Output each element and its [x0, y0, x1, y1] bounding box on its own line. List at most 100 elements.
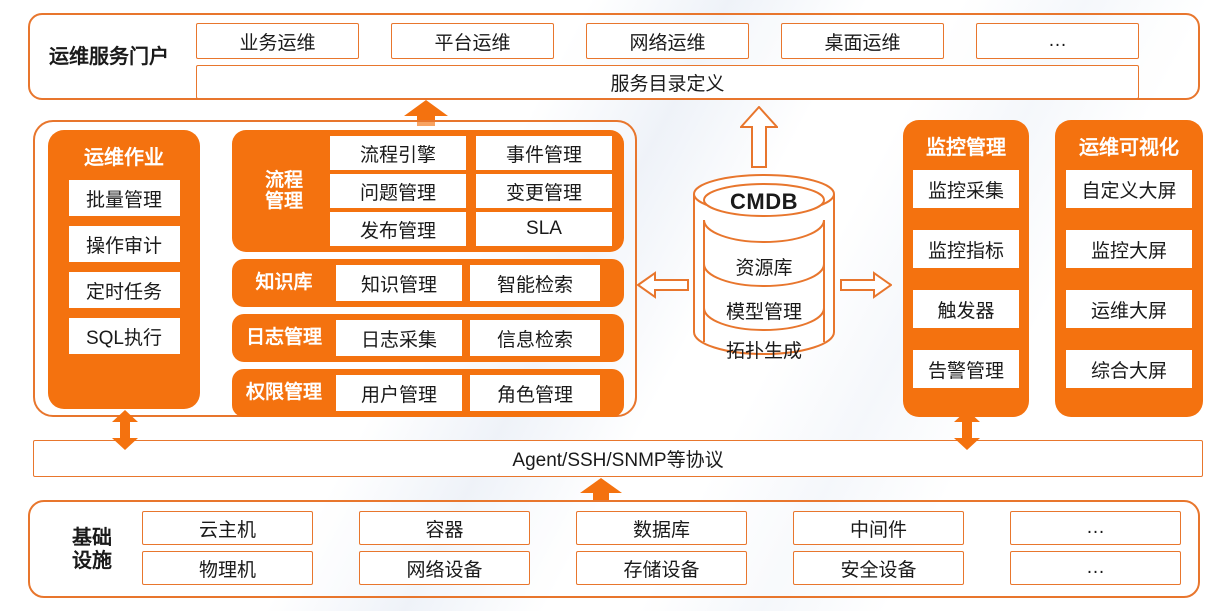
infra-item-database[interactable]: 数据库 [576, 511, 747, 545]
arrow-up-infra-to-protocol [580, 478, 622, 502]
cmdb-layer-0: 资源库 [735, 258, 793, 279]
service-catalog-box[interactable]: 服务目录定义 [196, 65, 1139, 99]
knowledge-item-label: 智能检索 [496, 274, 573, 296]
monitor-item-label: 触发器 [937, 300, 995, 322]
monitor-item-3[interactable]: 告警管理 [913, 350, 1019, 388]
process-title-line2: 管理 [264, 191, 303, 212]
ops-job-item-label: 定时任务 [85, 281, 162, 303]
arrow-double-ops-job-protocol [112, 410, 138, 450]
protocol-bar: Agent/SSH/SNMP等协议 [33, 440, 1203, 477]
cmdb-cylinder: CMDB 资源库 模型管理 拓扑生成 [688, 172, 840, 362]
infra-item-label: 安全设备 [840, 559, 917, 581]
infra-item-label: 数据库 [632, 519, 690, 541]
visualization-item-0[interactable]: 自定义大屏 [1066, 170, 1192, 208]
knowledge-item-0[interactable]: 知识管理 [336, 265, 462, 301]
protocol-label: Agent/SSH/SNMP等协议 [512, 450, 724, 471]
portal-tab-label: 业务运维 [239, 32, 316, 54]
infrastructure-label-line1: 基础 [72, 527, 112, 549]
visualization-item-2[interactable]: 运维大屏 [1066, 290, 1192, 328]
portal-tab-1[interactable]: 平台运维 [391, 23, 554, 59]
perms-item-1[interactable]: 角色管理 [470, 375, 600, 411]
monitor-item-0[interactable]: 监控采集 [913, 170, 1019, 208]
knowledge-title: 知识库 [255, 272, 313, 294]
perms-item-label: 角色管理 [496, 384, 573, 406]
arrow-right-cmdb-to-monitor [840, 271, 892, 299]
ops-job-item-3[interactable]: SQL执行 [68, 318, 180, 354]
arrow-up-cmdb-to-portal [740, 106, 778, 168]
infra-item-middleware[interactable]: 中间件 [793, 511, 964, 545]
visualization-item-label: 自定义大屏 [1081, 180, 1177, 202]
ops-job-item-label: 批量管理 [85, 189, 162, 211]
process-item-label: 事件管理 [505, 144, 582, 166]
cmdb-title: CMDB [730, 189, 798, 214]
process-title-line1: 流程 [264, 169, 303, 191]
monitor-item-label: 监控采集 [927, 180, 1004, 202]
ops-job-item-2[interactable]: 定时任务 [68, 272, 180, 308]
ops-job-panel: 运维作业 批量管理 操作审计 定时任务 SQL执行 [48, 130, 200, 409]
monitor-item-label: 告警管理 [927, 360, 1004, 382]
cmdb-layer-1: 模型管理 [725, 302, 802, 323]
knowledge-item-label: 知识管理 [360, 274, 437, 296]
visualization-item-label: 综合大屏 [1090, 360, 1167, 382]
ops-job-item-label: 操作审计 [85, 235, 162, 257]
infra-item-label: 中间件 [849, 519, 907, 541]
visualization-title: 运维可视化 [1079, 137, 1179, 159]
monitor-item-2[interactable]: 触发器 [913, 290, 1019, 328]
process-item-1[interactable]: 事件管理 [476, 136, 612, 170]
process-item-4[interactable]: 发布管理 [330, 212, 466, 246]
monitor-item-1[interactable]: 监控指标 [913, 230, 1019, 268]
service-catalog-label: 服务目录定义 [610, 73, 725, 95]
portal-tab-3[interactable]: 桌面运维 [781, 23, 944, 59]
process-item-label: 问题管理 [359, 182, 436, 204]
infra-item-cloud-host[interactable]: 云主机 [142, 511, 313, 545]
portal-tab-label: 网络运维 [629, 32, 706, 54]
infra-item-more-top[interactable]: … [1010, 511, 1181, 545]
perms-title: 权限管理 [245, 382, 322, 404]
process-item-3[interactable]: 变更管理 [476, 174, 612, 208]
infra-item-more-bottom[interactable]: … [1010, 551, 1181, 585]
process-item-5[interactable]: SLA [476, 212, 612, 246]
perms-panel: 权限管理 用户管理 角色管理 [232, 369, 624, 417]
visualization-item-label: 监控大屏 [1090, 240, 1167, 262]
portal-label: 运维服务门户 [49, 46, 169, 68]
process-item-label: SLA [526, 218, 562, 239]
portal-tab-4[interactable]: … [976, 23, 1139, 59]
monitor-item-label: 监控指标 [927, 240, 1004, 262]
portal-tab-0[interactable]: 业务运维 [196, 23, 359, 59]
infra-item-label: 云主机 [198, 519, 256, 541]
visualization-item-1[interactable]: 监控大屏 [1066, 230, 1192, 268]
process-item-label: 流程引擎 [359, 144, 436, 166]
perms-item-0[interactable]: 用户管理 [336, 375, 462, 411]
process-panel: 流程 管理 流程引擎 事件管理 问题管理 变更管理 发布管理 SLA [232, 130, 624, 252]
process-item-2[interactable]: 问题管理 [330, 174, 466, 208]
arrow-double-monitor-protocol [954, 410, 980, 450]
infra-item-network-device[interactable]: 网络设备 [359, 551, 530, 585]
process-title: 流程 管理 [238, 170, 330, 213]
knowledge-panel: 知识库 知识管理 智能检索 [232, 259, 624, 307]
process-item-label: 发布管理 [359, 220, 436, 242]
infra-item-storage-device[interactable]: 存储设备 [576, 551, 747, 585]
infra-item-label: 物理机 [198, 559, 256, 581]
infrastructure-label-line2: 设施 [72, 550, 112, 572]
infra-item-physical-machine[interactable]: 物理机 [142, 551, 313, 585]
infrastructure-label: 基础 设施 [44, 527, 140, 573]
infra-item-security-device[interactable]: 安全设备 [793, 551, 964, 585]
ops-job-item-0[interactable]: 批量管理 [68, 180, 180, 216]
portal-tab-label: 平台运维 [434, 32, 511, 54]
knowledge-item-1[interactable]: 智能检索 [470, 265, 600, 301]
logs-item-1[interactable]: 信息检索 [470, 320, 600, 356]
infra-item-container[interactable]: 容器 [359, 511, 530, 545]
monitor-panel: 监控管理 监控采集 监控指标 触发器 告警管理 [903, 120, 1029, 417]
visualization-item-3[interactable]: 综合大屏 [1066, 350, 1192, 388]
portal-tab-label: 桌面运维 [824, 32, 901, 54]
infra-item-label: 网络设备 [406, 559, 483, 581]
portal-tab-2[interactable]: 网络运维 [586, 23, 749, 59]
logs-item-0[interactable]: 日志采集 [336, 320, 462, 356]
cmdb-layer-2: 拓扑生成 [725, 341, 802, 362]
process-item-0[interactable]: 流程引擎 [330, 136, 466, 170]
logs-panel: 日志管理 日志采集 信息检索 [232, 314, 624, 362]
logs-item-label: 日志采集 [360, 329, 437, 351]
process-item-label: 变更管理 [505, 182, 582, 204]
ops-job-item-1[interactable]: 操作审计 [68, 226, 180, 262]
infra-item-label: … [1086, 557, 1105, 578]
